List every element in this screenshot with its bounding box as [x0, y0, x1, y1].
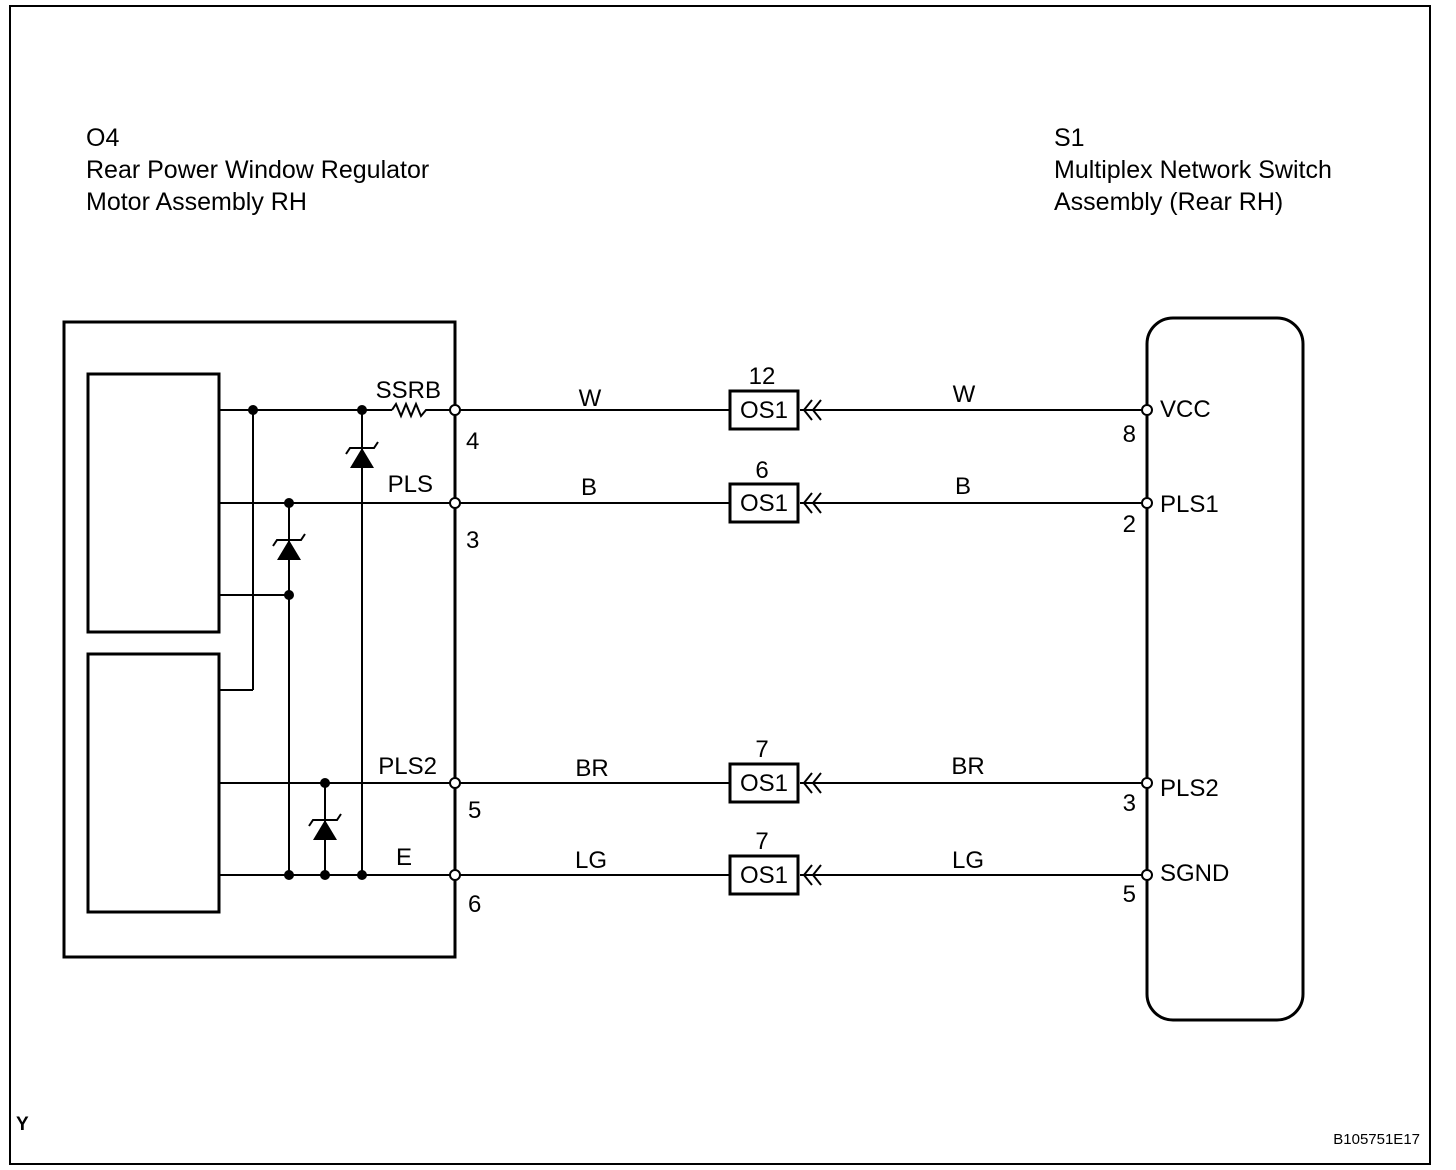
connector-pin-number: 6 — [755, 457, 768, 484]
wire-color-right: BR — [951, 753, 984, 780]
wire-color-left: W — [579, 385, 602, 412]
motor-assembly-outline — [62, 320, 457, 959]
wire-color-left: BR — [575, 755, 608, 782]
wire-color-right: B — [955, 473, 971, 500]
zener-diode-1 — [345, 441, 379, 468]
terminal — [1141, 777, 1153, 789]
connector-label: OS1 — [740, 862, 788, 889]
figure-id: B105751E17 — [1333, 1131, 1420, 1148]
right-pin-name: SGND — [1160, 860, 1229, 887]
terminal — [1141, 497, 1153, 509]
wire-color-left: B — [581, 474, 597, 501]
wire-row-pls2: PLS2 5 BR OS1 7 BR PLS2 3 — [378, 736, 1218, 824]
terminal — [1141, 404, 1153, 416]
connector-pin-number: 7 — [755, 828, 768, 855]
right-pin-name: PLS2 — [1160, 775, 1219, 802]
motor-internal-block-upper — [86, 372, 221, 634]
connector-label: OS1 — [740, 490, 788, 517]
connector-pin-number: 12 — [749, 363, 776, 390]
right-pin-number: 3 — [1123, 790, 1136, 817]
left-pin-number: 6 — [468, 891, 481, 918]
left-component-name-line2: Motor Assembly RH — [86, 188, 307, 216]
junction-dots — [248, 405, 367, 880]
terminal — [449, 869, 461, 881]
connector-box — [728, 762, 800, 804]
zener-diode-2 — [272, 533, 306, 560]
wire-row-ssrb: SSRB 4 W OS1 12 W VCC 8 — [376, 363, 1211, 455]
resistor-symbol — [391, 401, 450, 419]
page-frame — [9, 5, 1431, 1165]
connector-pin-number: 7 — [755, 736, 768, 763]
right-pin-name: PLS1 — [1160, 491, 1219, 518]
terminal — [449, 404, 461, 416]
terminal — [1141, 869, 1153, 881]
right-component-name-line1: Multiplex Network Switch — [1054, 156, 1332, 184]
zener-diode-3 — [308, 813, 342, 840]
connector-box — [728, 854, 800, 896]
right-pin-number: 2 — [1123, 511, 1136, 538]
wire-color-right: W — [953, 381, 976, 408]
motor-internal-block-lower — [86, 652, 221, 914]
switch-assembly-outline — [1145, 316, 1305, 1022]
left-pin-number: 4 — [466, 428, 479, 455]
left-pin-name: PLS — [388, 471, 433, 498]
left-pin-number: 3 — [466, 527, 479, 554]
left-pin-name: PLS2 — [378, 753, 437, 780]
wire-row-e: E 6 LG OS1 7 LG SGND 5 — [396, 828, 1229, 918]
wire-color-right: LG — [952, 847, 984, 874]
left-pin-name: SSRB — [376, 377, 441, 404]
motor-internal-wiring — [219, 401, 450, 876]
connector-label: OS1 — [740, 770, 788, 797]
left-component-name-line1: Rear Power Window Regulator — [86, 156, 429, 184]
wire-color-left: LG — [575, 847, 607, 874]
left-pin-number: 5 — [468, 797, 481, 824]
connector-box — [728, 482, 800, 524]
terminal — [449, 777, 461, 789]
right-pin-number: 5 — [1123, 881, 1136, 908]
right-component-name-line2: Assembly (Rear RH) — [1054, 188, 1283, 216]
terminal — [449, 497, 461, 509]
right-pin-name: VCC — [1160, 396, 1211, 423]
right-pin-number: 8 — [1123, 421, 1136, 448]
left-pin-name: E — [396, 844, 412, 871]
left-component-code: O4 — [86, 124, 119, 152]
right-component-code: S1 — [1054, 124, 1085, 152]
wire-row-pls: PLS 3 B OS1 6 B PLS1 2 — [388, 457, 1219, 554]
connector-label: OS1 — [740, 397, 788, 424]
corner-mark: Y — [16, 1114, 29, 1135]
connector-box — [728, 389, 800, 431]
